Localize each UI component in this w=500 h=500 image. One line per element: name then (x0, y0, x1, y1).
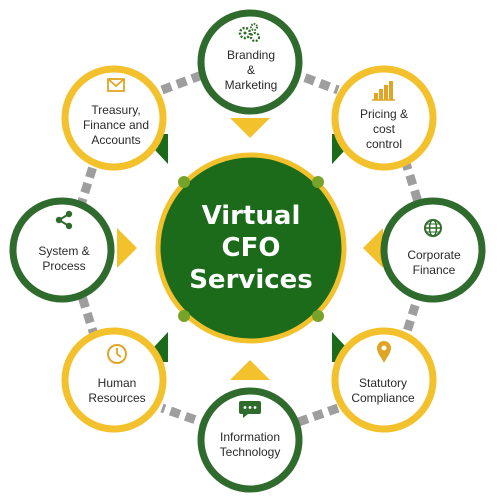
service-circle-it (197, 387, 303, 493)
service-label-branding: Branding & Marketing (224, 48, 278, 92)
center-title: Virtual CFO Services (189, 201, 313, 295)
service-circle-system (9, 197, 115, 303)
service-circle-treasury (61, 65, 167, 171)
service-label-corporate-finance: Corporate Finance (407, 248, 461, 277)
clock-icon (107, 344, 127, 364)
service-circle-corporate-finance (380, 197, 486, 303)
service-circle-pricing (331, 65, 437, 171)
connectors (75, 67, 425, 430)
gears-icon (238, 23, 261, 43)
hub-dot (312, 176, 324, 188)
bar-chart-icon (372, 81, 395, 101)
center-hub (155, 152, 347, 344)
service-circle-statutory (331, 327, 437, 433)
service-label-hr: Human Resources (88, 376, 146, 405)
service-label-treasury: Treasury, Finance and Accounts (82, 103, 150, 147)
service-label-statutory: Statutory Compliance (351, 376, 415, 405)
service-label-pricing: Pricing & cost control (359, 107, 409, 151)
center-circle (155, 152, 347, 344)
pointer-right (363, 228, 383, 268)
pointer-bottom (230, 360, 270, 380)
globe-icon (424, 219, 442, 237)
service-nodes (9, 9, 486, 493)
connector-bottomright-bottom (288, 403, 340, 430)
service-circle-branding (197, 9, 303, 115)
service-label-system: System & Process (38, 244, 90, 273)
connector-topleft-top (160, 67, 212, 95)
hub-dot (312, 310, 324, 322)
location-pin-icon (377, 341, 391, 363)
chat-bubble-icon (239, 401, 261, 418)
service-circle-hr (61, 327, 167, 433)
pointer-left (117, 228, 137, 268)
hub-dot (178, 310, 190, 322)
hub-dot (178, 176, 190, 188)
pointer-top (230, 118, 270, 138)
service-label-it: Information Technology (219, 430, 281, 459)
share-icon (55, 210, 73, 230)
envelope-icon (107, 78, 125, 92)
connector-left-topleft (75, 158, 100, 210)
